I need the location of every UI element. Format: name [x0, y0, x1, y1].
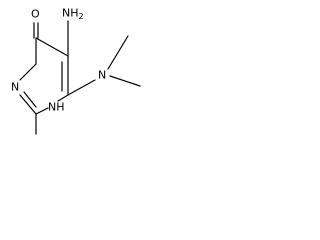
- bond-n3-c4: [19, 63, 37, 81]
- bond-c6-n: [67, 79, 96, 96]
- bond-n1-c2: [35, 107, 49, 115]
- bond-n-methyl-top: [107, 35, 129, 70]
- bond-c2-n3: [19, 94, 37, 115]
- bond-n-methyl-right: [109, 75, 141, 87]
- atom-dimethylamino-n: N: [98, 69, 106, 82]
- atom-oxygen: O: [31, 8, 40, 21]
- bond-c4-c5: [35, 37, 69, 57]
- bond-c6-n1: [57, 94, 69, 102]
- atom-ring-n3: N: [11, 81, 19, 94]
- bond-c2-n3-second: [23, 91, 37, 108]
- atom-ring-n1: NH: [48, 101, 65, 114]
- molecule-diagram: O NH2 N NH N: [11, 7, 141, 135]
- atom-amino: NH2: [62, 7, 84, 21]
